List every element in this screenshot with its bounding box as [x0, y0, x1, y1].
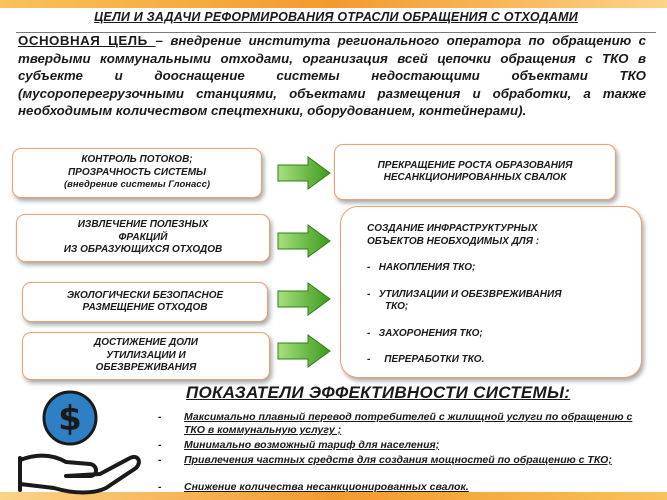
kpi-item: - Минимально возможный тариф для населен… — [158, 439, 655, 452]
green-arrow-icon — [277, 156, 331, 190]
list-item: - НАКОПЛЕНИЯ ТКО; — [367, 262, 562, 275]
green-arrow-icon — [277, 334, 331, 368]
money-hand-icon: $ — [18, 390, 141, 495]
box-utilization-share: ДОСТИЖЕНИЕ ДОЛИ УТИЛИЗАЦИИ И ОБЕЗВРЕЖИВА… — [22, 332, 270, 380]
list-text: УТИЛИЗАЦИИ И ОБЕЗВРЕЖИВАНИЯ — [378, 288, 562, 300]
kpi-dash: - — [158, 481, 162, 493]
box-safe-disposal: ЭКОЛОГИЧЕСКИ БЕЗОПАСНОЕ РАЗМЕЩЕНИЕ ОТХОД… — [22, 282, 268, 322]
box-line: ФРАКЦИЙ — [118, 231, 168, 243]
bottom-accent-strip — [0, 492, 667, 500]
main-goal-text: – внедрение института регионального опер… — [18, 33, 646, 118]
list-dash: - — [367, 288, 371, 300]
kpi-heading: ПОКАЗАТЕЛИ ЭФФЕКТИВНОСТИ СИСТЕМЫ: — [186, 383, 571, 402]
green-arrow-icon — [277, 282, 331, 316]
kpi-text: Максимально плавный перевод потребителей… — [184, 411, 633, 436]
kpi-dash: - — [158, 454, 162, 466]
box-line: ИЗ ОБРАЗУЮЩИХСЯ ОТХОДОВ — [63, 244, 223, 256]
kpi-dash: - — [158, 439, 162, 451]
kpi-item: - Максимально плавный перевод потребител… — [158, 411, 655, 437]
box-infrastructure: СОЗДАНИЕ ИНФРАСТРУКТУРНЫХ ОБЪЕКТОВ НЕОБХ… — [340, 206, 642, 378]
box-line: УТИЛИЗАЦИИ И — [106, 349, 186, 361]
box-heading-line: СОЗДАНИЕ ИНФРАСТРУКТУРНЫХ — [367, 223, 538, 234]
box-line: РАЗМЕЩЕНИЕ ОТХОДОВ — [82, 302, 208, 313]
kpi-text: Снижение количества несанкционированных … — [184, 481, 469, 493]
list-text: НАКОПЛЕНИЯ ТКО; — [378, 262, 476, 273]
top-accent-strip — [0, 0, 667, 8]
list-item-continuation: ТКО; — [385, 301, 409, 312]
box-line: ПРОЗРАЧНОСТЬ СИСТЕМЫ — [67, 166, 207, 178]
kpi-text: Привлечения частных средств для создания… — [184, 454, 612, 466]
list-text: ЗАХОРОНЕНИЯ ТКО; — [378, 327, 483, 339]
box-line: НЕСАНКЦИОНИРОВАННЫХ СВАЛОК — [383, 172, 567, 183]
list-item: - УТИЛИЗАЦИИ И ОБЕЗВРЕЖИВАНИЯ — [367, 289, 562, 302]
box-line: ДОСТИЖЕНИЕ ДОЛИ — [94, 337, 198, 349]
box-useful-fractions: ИЗВЛЕЧЕНИЕ ПОЛЕЗНЫХ ФРАКЦИЙ ИЗ ОБРАЗУЮЩИ… — [16, 214, 270, 262]
kpi-item: - Снижение количества несанкционированны… — [158, 481, 655, 494]
kpi-dash: - — [158, 411, 162, 423]
list-item: - ЗАХОРОНЕНИЯ ТКО; — [367, 328, 562, 341]
svg-text:$: $ — [58, 399, 82, 439]
list-dash: - — [367, 354, 371, 365]
slide-title: ЦЕЛИ И ЗАДАЧИ РЕФОРМИРОВАНИЯ ОТРАСЛИ ОБР… — [16, 10, 656, 33]
kpi-item: - Привлечения частных средств для создан… — [158, 454, 655, 467]
box-flow-control: КОНТРОЛЬ ПОТОКОВ; ПРОЗРАЧНОСТЬ СИСТЕМЫ (… — [12, 148, 262, 198]
box-heading-line: ОБЪЕКТОВ НЕОБХОДИМЫХ ДЛЯ : — [367, 235, 540, 247]
list-text: ПЕРЕРАБОТКИ ТКО. — [384, 354, 485, 365]
box-line: ОБЕЗВРЕЖИВАНИЯ — [95, 362, 197, 374]
list-item: - ПЕРЕРАБОТКИ ТКО. — [367, 354, 562, 367]
box-line: КОНТРОЛЬ ПОТОКОВ; — [81, 154, 193, 166]
box-stop-dumps: ПРЕКРАЩЕНИЕ РОСТА ОБРАЗОВАНИЯ НЕСАНКЦИОН… — [334, 144, 616, 200]
box-line: ИЗВЛЕЧЕНИЕ ПОЛЕЗНЫХ — [77, 219, 209, 231]
box-line: ПРЕКРАЩЕНИЕ РОСТА ОБРАЗОВАНИЯ — [377, 159, 573, 171]
main-goal-label: ОСНОВНАЯ ЦЕЛЬ — [18, 33, 156, 48]
green-arrow-icon — [277, 224, 331, 258]
list-dash: - — [367, 262, 371, 273]
main-goal-paragraph: ОСНОВНАЯ ЦЕЛЬ – внедрение института реги… — [18, 32, 646, 120]
kpi-text: Минимально возможный тариф для населения… — [184, 439, 440, 451]
list-dash: - — [367, 327, 371, 339]
box-line: (внедрение системы Глонасс) — [63, 179, 211, 191]
box-line: ЭКОЛОГИЧЕСКИ БЕЗОПАСНОЕ — [66, 289, 224, 301]
